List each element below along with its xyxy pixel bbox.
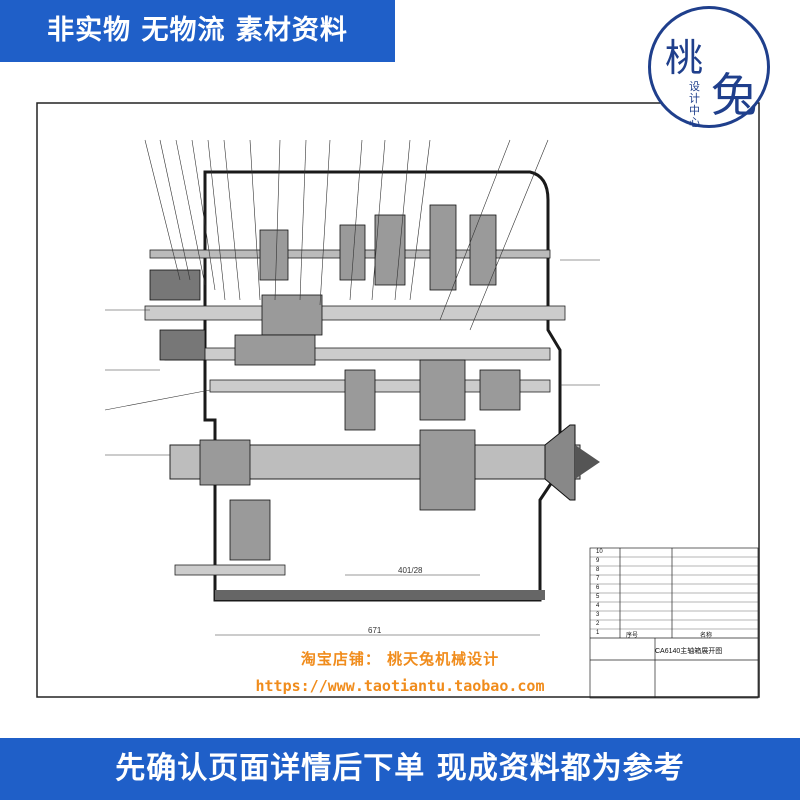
parts-row-9: 9 xyxy=(596,558,600,564)
parts-row-5: 5 xyxy=(596,594,600,600)
shop-url: https://www.taotiantu.taobao.com xyxy=(255,677,545,695)
parts-row-3: 3 xyxy=(596,612,600,618)
spindle-tip xyxy=(575,445,600,479)
parts-row-7: 7 xyxy=(596,576,600,582)
parts-row-8: 8 xyxy=(596,567,600,573)
title-block xyxy=(589,547,759,699)
gear-cluster xyxy=(199,204,521,561)
housing-outline xyxy=(203,170,562,602)
bottom-banner: 先确认页面详情后下单 现成资料都为参考 xyxy=(0,738,800,800)
logo-char-b: 兔 xyxy=(711,68,757,122)
brand-logo: 桃 兔 设计中心 xyxy=(648,6,770,129)
shaft-lower xyxy=(174,564,286,576)
logo-char-a: 桃 xyxy=(665,36,704,80)
logo-subtitle: 设计中心 xyxy=(689,80,700,129)
sheet-frame xyxy=(36,102,760,698)
drawing-title: CA6140主轴箱展开图 xyxy=(655,648,723,655)
shaft-3 xyxy=(164,347,551,361)
parts-row-4: 4 xyxy=(596,603,600,609)
parts-table-rows xyxy=(590,556,758,630)
parts-row-2: 2 xyxy=(596,621,600,627)
shaft-2 xyxy=(144,305,566,321)
leader-lines xyxy=(104,139,600,456)
parts-table-header: 序号 xyxy=(626,633,639,639)
dimension-671: 671 xyxy=(368,626,382,635)
parts-table-name-header: 名称 xyxy=(700,633,713,639)
parts-row-1: 1 xyxy=(596,630,600,636)
dimension-inner: 401/28 xyxy=(398,566,423,575)
pulley xyxy=(149,269,206,361)
parts-row-10: 10 xyxy=(596,549,603,555)
top-banner: 非实物 无物流 素材资料 xyxy=(0,0,395,62)
parts-row-6: 6 xyxy=(596,585,600,591)
shop-name: 淘宝店铺： 桃天兔机械设计 xyxy=(300,650,500,668)
housing-base xyxy=(215,590,545,600)
spindle-nose xyxy=(544,424,576,501)
